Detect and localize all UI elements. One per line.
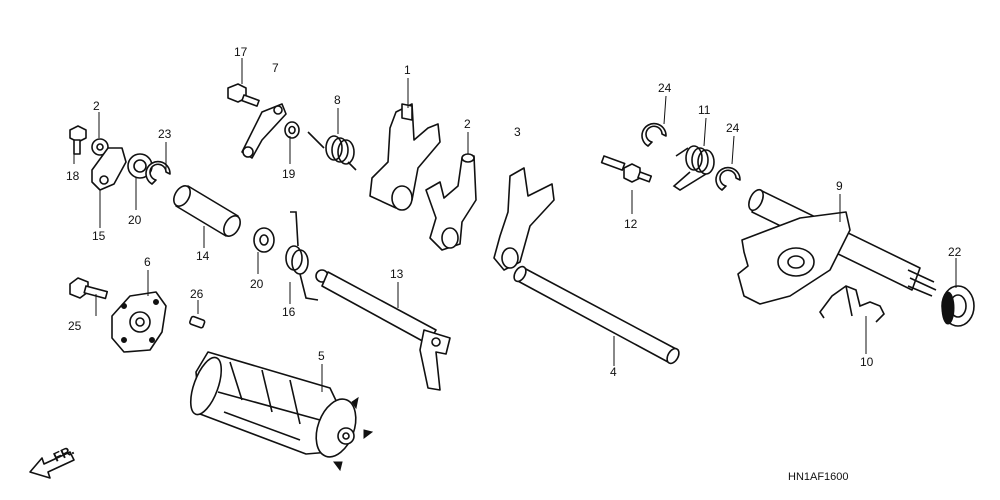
part-4-fork-shaft — [513, 265, 680, 365]
callout-26: 26 — [190, 287, 204, 301]
part-26-dowel-pin — [189, 315, 206, 329]
callout-23: 23 — [158, 127, 172, 141]
part-23-circlip — [145, 160, 171, 185]
callout-8: 8 — [334, 93, 341, 107]
diagram-code: HN1AF1600 — [788, 471, 849, 483]
part-1-shift-fork — [369, 103, 441, 211]
part-12-pin-bolt — [600, 155, 653, 183]
callout-12: 12 — [624, 217, 638, 231]
part-17-bolt — [227, 83, 260, 107]
part-24-circlip-right — [715, 166, 741, 191]
part-11-spring — [672, 145, 715, 191]
part-24-circlip-left — [641, 122, 667, 147]
callout-9: 9 — [836, 179, 843, 193]
part-22-oil-seal — [941, 285, 975, 327]
part-7-stopper-arm — [241, 103, 287, 159]
part-13-gearshift-spindle — [315, 269, 451, 391]
callout-22: 22 — [948, 245, 962, 259]
callout-1: 1 — [404, 63, 411, 77]
part-19-washer — [284, 121, 300, 139]
callout-7: 7 — [272, 61, 279, 75]
callout-16: 16 — [282, 305, 296, 319]
callout-10: 10 — [860, 355, 874, 369]
part-5-shift-drum — [189, 351, 374, 472]
callout-13: 13 — [390, 267, 404, 281]
callout-24-left: 24 — [658, 81, 672, 95]
callout-5: 5 — [318, 349, 325, 363]
front-direction-arrow: FR. — [29, 442, 76, 479]
part-10-spring — [819, 285, 885, 323]
part-16-return-spring — [285, 211, 319, 301]
part-8-spring — [307, 131, 357, 171]
part-25-bolt — [69, 277, 109, 300]
callout-6: 6 — [144, 255, 151, 269]
part-2-shift-fork — [425, 153, 477, 251]
part-21-washer — [91, 138, 109, 156]
callout-25: 25 — [68, 319, 82, 333]
callout-15: 15 — [92, 229, 106, 243]
callout-14: 14 — [196, 249, 210, 263]
callout-24-right: 24 — [726, 121, 740, 135]
part-15-plate — [91, 147, 127, 191]
part-18-bolt — [69, 125, 87, 155]
callout-19: 19 — [282, 167, 296, 181]
callout-20-lower: 20 — [250, 277, 264, 291]
callout-20-upper: 20 — [128, 213, 142, 227]
part-3-shift-fork — [493, 167, 555, 271]
callout-18: 18 — [66, 169, 80, 183]
part-20-washer-lower — [253, 227, 275, 253]
callout-11: 11 — [698, 103, 711, 117]
callout-3: 3 — [514, 125, 521, 139]
part-9-shift-arm — [737, 188, 937, 305]
leader-lines — [73, 58, 957, 392]
part-14-collar — [173, 185, 241, 237]
callout-2-washer: 2 — [93, 99, 100, 113]
callout-4: 4 — [610, 365, 617, 379]
callout-labels: 1 2 2 3 4 5 6 7 8 9 10 11 12 13 14 15 16… — [66, 45, 962, 379]
part-6-drum-plate — [111, 291, 167, 353]
callout-17: 17 — [234, 45, 248, 59]
callout-2-fork: 2 — [464, 117, 471, 131]
